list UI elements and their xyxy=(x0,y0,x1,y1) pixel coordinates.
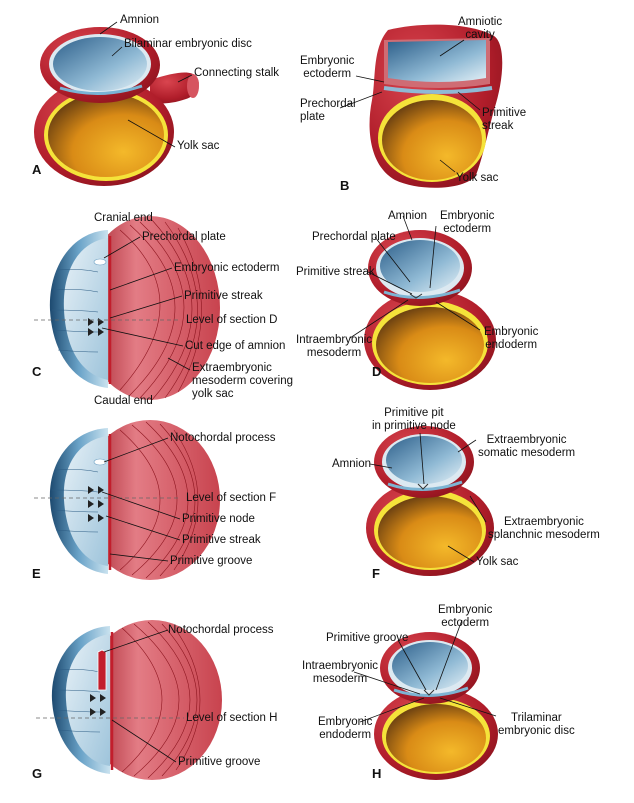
label-primitive-groove-e: Primitive groove xyxy=(170,555,253,567)
label-cranial-end: Cranial end xyxy=(94,212,153,224)
label-amnion-d: Amnion xyxy=(388,210,427,222)
label-primitive-pit: Primitive pit in primitive node xyxy=(372,407,456,432)
yolk-sphere-c xyxy=(80,216,220,400)
panel-letter-a: A xyxy=(32,162,42,177)
panel-b-drawing xyxy=(369,24,503,188)
panel-g-drawing xyxy=(51,620,222,780)
label-bilaminar-disc: Bilaminar embryonic disc xyxy=(124,38,252,50)
label-primitive-streak-c: Primitive streak xyxy=(184,290,263,302)
label-amnion-f: Amnion xyxy=(332,458,371,470)
yolk-sac-d xyxy=(376,307,484,383)
label-embryonic-ectoderm-h: Embryonic ectoderm xyxy=(438,604,493,629)
panel-f-drawing xyxy=(366,426,494,576)
panel-letter-e: E xyxy=(32,566,41,581)
yolk-sac-inner xyxy=(48,93,164,177)
label-notochordal-process-e: Notochordal process xyxy=(170,432,276,444)
label-embryonic-ectoderm-b: Embryonic ectoderm xyxy=(300,55,355,80)
label-primitive-groove-h: Primitive groove xyxy=(326,632,409,644)
label-amniotic-cavity: Amniotic cavity xyxy=(458,16,503,41)
label-prechordal-plate-c: Prechordal plate xyxy=(142,231,226,243)
panel-letter-g: G xyxy=(32,766,43,781)
ectoderm-layer-b xyxy=(383,86,493,94)
panel-e-drawing xyxy=(49,420,220,580)
label-prechordal-plate-b: Prechordal plate xyxy=(300,98,356,123)
yolk-sac-b xyxy=(382,100,482,180)
label-connecting-stalk: Connecting stalk xyxy=(194,67,280,79)
label-yolk-sac-b: Yolk sac xyxy=(456,172,499,184)
panel-letter-d: D xyxy=(372,364,382,379)
amniotic-cavity-f xyxy=(386,436,462,484)
label-prechordal-plate-d: Prechordal plate xyxy=(312,231,396,243)
panel-c-drawing xyxy=(49,216,220,401)
yolk-sac-f xyxy=(378,496,482,568)
label-notochordal-process-g: Notochordal process xyxy=(168,624,274,636)
panel-letter-h: H xyxy=(372,766,382,781)
label-trilaminar-disc: Trilaminar embryonic disc xyxy=(498,712,575,737)
connecting-stalk-shape xyxy=(150,72,199,104)
label-embryonic-endoderm-h: Embryonic endoderm xyxy=(318,716,373,741)
panel-h-drawing xyxy=(374,632,498,780)
label-intraembryonic-mesoderm-h: Intraembryonic mesoderm xyxy=(302,660,379,685)
label-level-section-d: Level of section D xyxy=(186,314,278,326)
label-yolk-sac-a: Yolk sac xyxy=(177,140,220,152)
panel-letter-c: C xyxy=(32,364,42,379)
label-yolk-sac-f: Yolk sac xyxy=(476,556,519,568)
label-amnion-a: Amnion xyxy=(120,14,159,26)
label-level-section-h: Level of section H xyxy=(186,712,278,724)
leader-lines xyxy=(34,21,497,763)
embryonic-disc-c xyxy=(63,238,108,380)
panel-letter-f: F xyxy=(372,566,380,581)
amniotic-cavity-b xyxy=(388,40,486,82)
label-primitive-streak-b: Primitive streak xyxy=(482,107,527,132)
label-embryonic-endoderm-d: Embryonic endoderm xyxy=(484,326,539,351)
label-cut-edge-amnion: Cut edge of amnion xyxy=(185,340,286,352)
sphere-contours-c xyxy=(119,219,202,401)
amniotic-cavity-d xyxy=(380,240,460,292)
notochordal-process-g xyxy=(97,649,107,691)
bilaminar-disc-shape xyxy=(59,84,143,95)
label-primitive-node: Primitive node xyxy=(182,513,255,525)
label-extraembryonic-splanchnic-mesoderm: Extraembryonic splanchnic mesoderm xyxy=(488,516,600,541)
panel-letter-b: B xyxy=(340,178,350,193)
label-primitive-groove-g: Primitive groove xyxy=(178,756,261,768)
label-caudal-end: Caudal end xyxy=(94,395,153,407)
label-embryonic-ectoderm-d: Embryonic ectoderm xyxy=(440,210,495,235)
yolk-sac-h xyxy=(386,704,486,772)
label-extraembryonic-somatic-mesoderm: Extraembryonic somatic mesoderm xyxy=(478,434,576,459)
label-embryonic-ectoderm-c: Embryonic ectoderm xyxy=(174,262,280,274)
panel-d-drawing xyxy=(364,230,496,390)
label-intraembryonic-mesoderm-d: Intraembryonic mesoderm xyxy=(296,334,373,359)
label-primitive-streak-d: Primitive streak xyxy=(296,266,375,278)
label-primitive-streak-e: Primitive streak xyxy=(182,534,261,546)
embryonic-disc-e xyxy=(63,436,108,566)
label-extraembryonic-mesoderm: Extraembryonic mesoderm covering yolk sa… xyxy=(192,362,293,400)
label-level-section-f: Level of section F xyxy=(186,492,277,504)
panel-a-drawing xyxy=(34,27,199,186)
stalk-cut-end xyxy=(187,74,199,98)
amniotic-cavity xyxy=(53,37,147,91)
